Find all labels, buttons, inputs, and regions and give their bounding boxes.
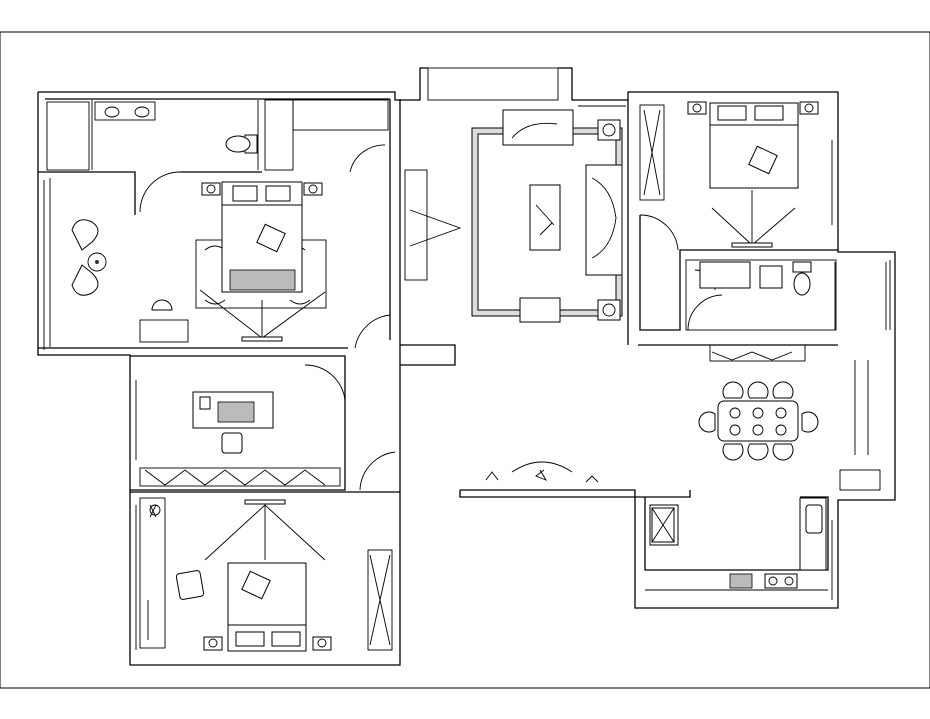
armchair-icon [502,109,574,146]
stove-icon [764,573,798,589]
bathtub [699,261,751,289]
bed-icon [709,102,799,189]
coffee-table [529,184,561,251]
sink-icon [104,106,120,118]
outer-walls [37,67,896,666]
doors [139,144,723,491]
plant-icon [485,461,599,483]
bed-icon [227,562,307,652]
bed-icon [221,181,303,293]
third-bedroom [643,101,819,296]
dining-table-icon [717,400,799,442]
study-chair [221,432,243,454]
study [144,432,326,486]
sofa-icon [585,164,623,276]
dining-room [485,351,819,483]
drawing-frame [0,31,930,689]
kitchen [651,504,823,589]
armchair-icon [71,219,99,296]
toilet-icon [225,134,258,154]
second-bedroom [147,499,391,652]
master-bedroom [46,101,327,347]
toilet-icon [792,261,812,296]
living-room [409,109,623,323]
sink-icon [759,265,783,289]
interior-walls [38,99,887,651]
sink-icon [805,504,823,534]
